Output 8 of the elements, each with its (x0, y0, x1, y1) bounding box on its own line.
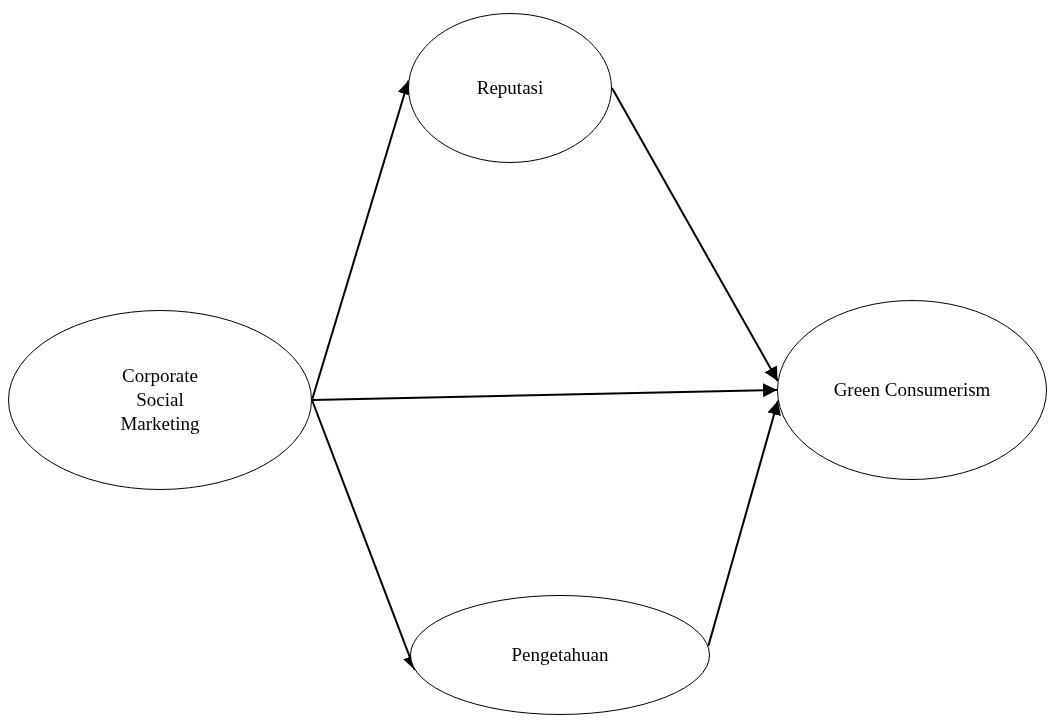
construct-label: Corporate Social Marketing (119, 364, 201, 436)
arrow (311, 399, 417, 671)
arrow (611, 87, 779, 382)
construct-label: Reputasi (476, 76, 544, 100)
arrow (707, 399, 781, 648)
construct-label: Green Consumerism (833, 378, 991, 402)
arrow (311, 383, 778, 401)
construct-label: Pengetahuan (511, 643, 609, 667)
